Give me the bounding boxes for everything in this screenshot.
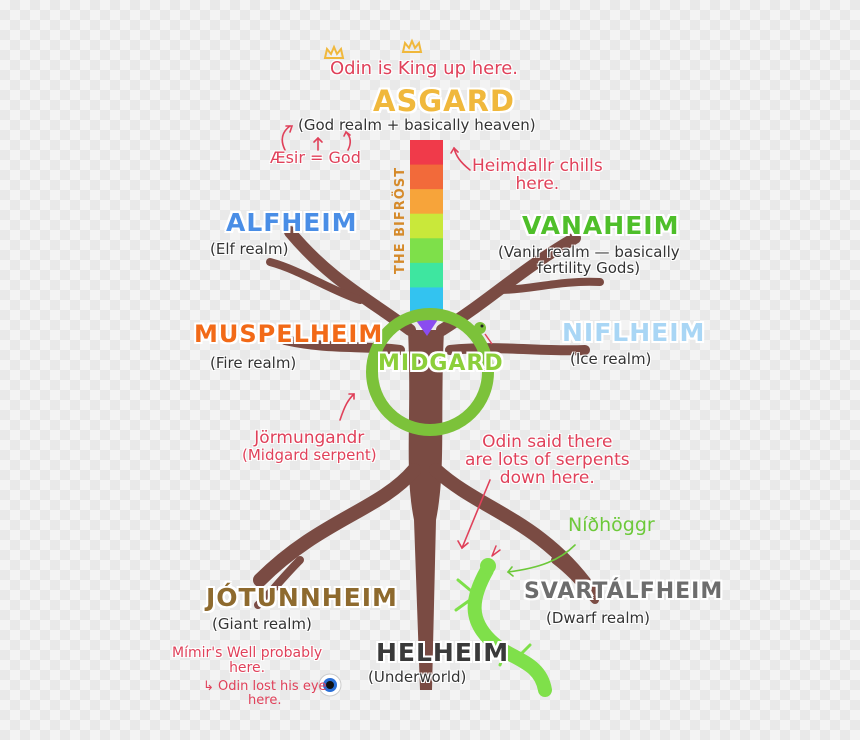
bifrost-stripe (410, 238, 443, 264)
crown-icon (401, 38, 423, 53)
odin-king-note: Odin is King up here. (330, 58, 519, 79)
bifrost-label: THE BIFRÖST (392, 167, 408, 274)
vanaheim-desc-line1: (Vanir realm — basically (498, 243, 680, 261)
jotunnheim-desc: (Giant realm) (212, 615, 312, 633)
serpents-note-line3: down here. (499, 467, 595, 488)
jotunnheim-title: JÓTUNNHEIM (206, 583, 398, 612)
heimdallr-note: Heimdallr chills here. (472, 156, 603, 194)
odin-eye-note: ↳ Odin lost his eye here. (203, 679, 327, 709)
bifrost-stripe (410, 262, 443, 288)
mimir-note-line1: Mímir's Well probably (172, 645, 323, 661)
helheim-title: HELHEIM (376, 638, 510, 667)
heimdallr-note-line2: here. (515, 173, 560, 194)
bifrost-stripe (410, 140, 443, 166)
midgard-serpent-ring (366, 308, 494, 436)
odin-eye-note-line1: ↳ Odin lost his eye (203, 679, 327, 694)
jormungandr-note-line2: (Midgard serpent) (242, 445, 377, 464)
muspelheim-title: MUSPELHEIM (194, 320, 384, 348)
asgard-title: ASGARD (373, 84, 515, 118)
heimdallr-note-line1: Heimdallr chills (472, 156, 603, 176)
odin-eye-icon (318, 673, 342, 697)
alfheim-desc: (Elf realm) (210, 240, 289, 258)
mimir-note: Mímir's Well probably here. (172, 646, 322, 675)
bifrost-stripe (410, 213, 443, 239)
niflheim-desc: (Ice realm) (570, 350, 652, 368)
nidhoggr-arrow (506, 544, 576, 577)
aesir-note: Æsir = God (270, 148, 361, 167)
crown-icon (323, 44, 345, 59)
helheim-desc: (Underworld) (368, 668, 467, 686)
nidhoggr-note: Níðhöggr (568, 514, 655, 536)
svartalfheim-title: SVARTÁLFHEIM (524, 579, 724, 604)
serpents-note-line1: Odin said there (482, 432, 613, 452)
serpents-note: Odin said there are lots of serpents dow… (465, 432, 630, 488)
bifrost-rainbow (410, 140, 443, 313)
midgard-title: MIDGARD (378, 351, 504, 376)
alfheim-title: ALFHEIM (226, 208, 358, 237)
niflheim-title: NIFLHEIM (562, 318, 706, 347)
annotation-arrows (281, 125, 491, 550)
asgard-desc: (God realm + basically heaven) (298, 116, 536, 134)
nidhoggr-serpent (454, 545, 552, 697)
svartalfheim-desc: (Dwarf realm) (546, 609, 650, 627)
bifrost-stripe (410, 164, 443, 190)
bifrost-stripe (410, 189, 443, 215)
vanaheim-title: VANAHEIM (522, 211, 680, 240)
muspelheim-desc: (Fire realm) (210, 354, 297, 372)
jormungandr-note: Jörmungandr (Midgard serpent) (242, 428, 377, 464)
jormungandr-note-line1: Jörmungandr (254, 428, 365, 448)
vanaheim-desc: (Vanir realm — basically fertility Gods) (498, 243, 680, 277)
vanaheim-desc-line2: fertility Gods) (537, 258, 641, 277)
odin-eye-note-line2: here. (248, 693, 282, 709)
mimir-note-line2: here. (229, 659, 266, 676)
serpents-note-line2: are lots of serpents (465, 449, 630, 470)
